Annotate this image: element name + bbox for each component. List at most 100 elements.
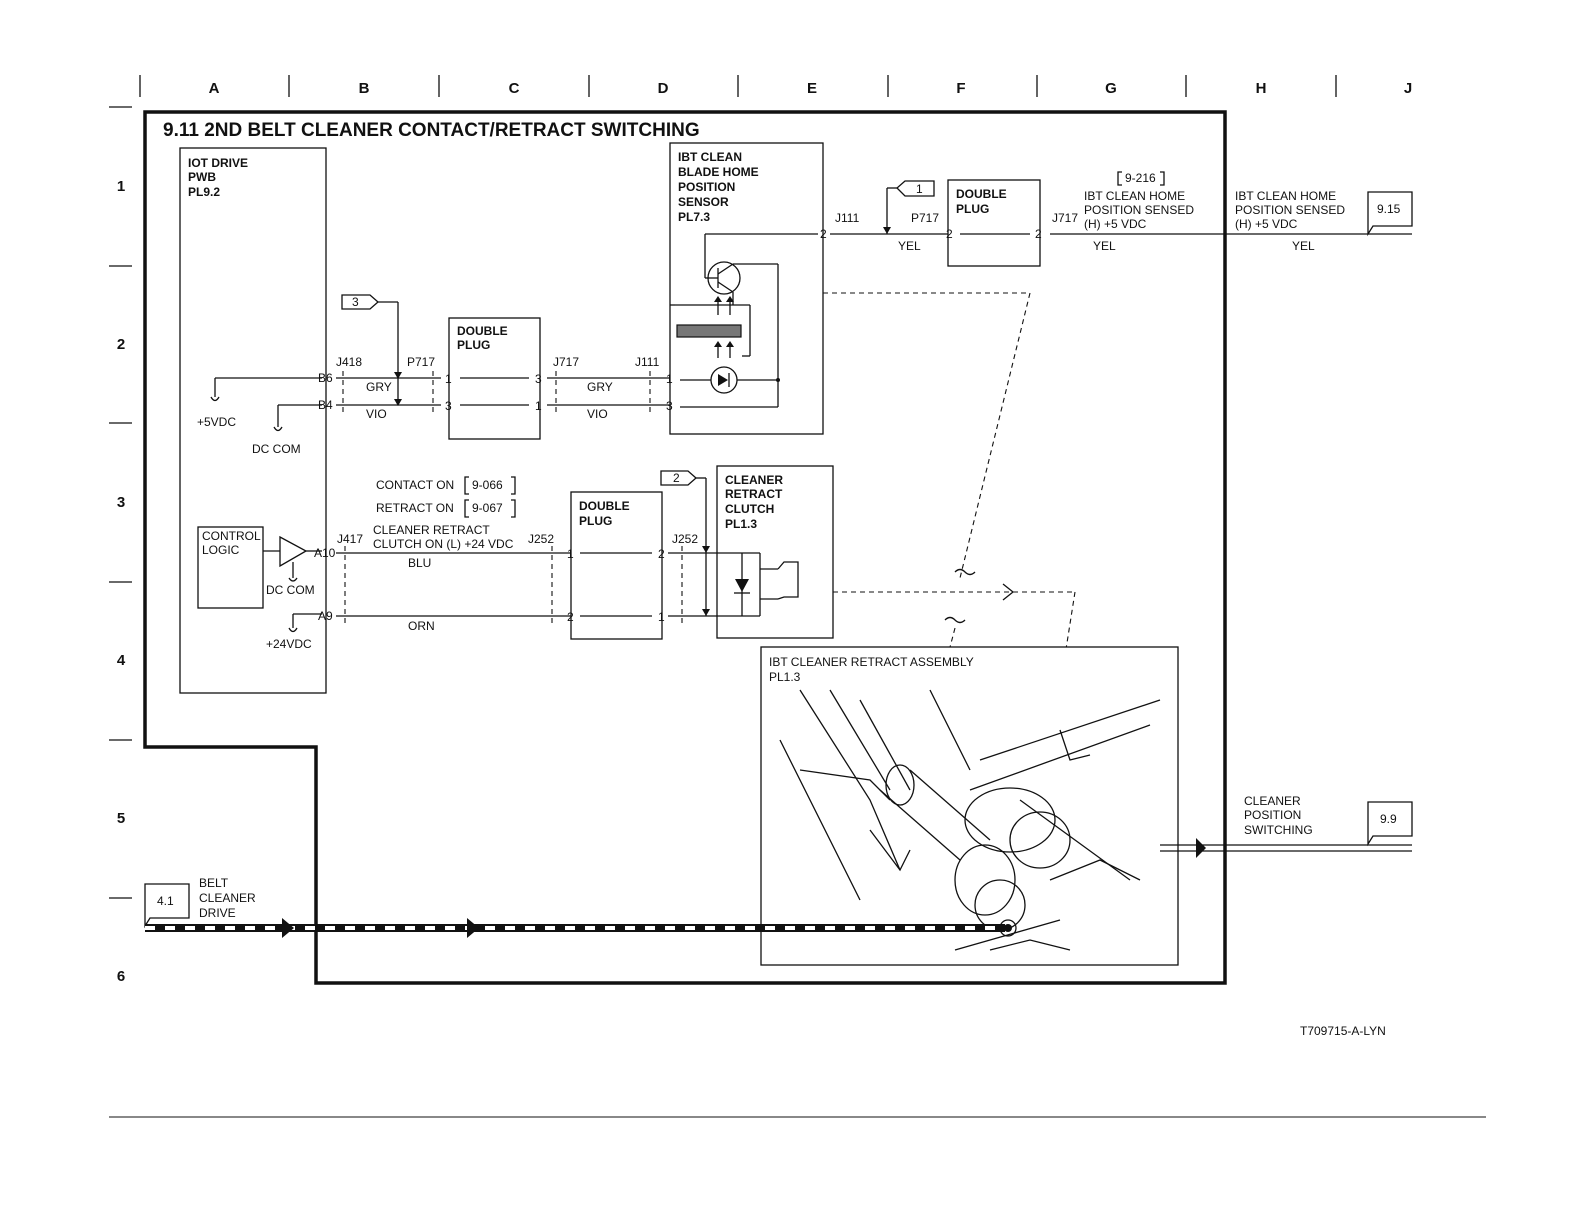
svg-text:J717: J717 [553,355,579,369]
svg-text:YEL: YEL [1292,239,1315,253]
svg-text:POSITION: POSITION [678,180,735,194]
svg-text:CLEANER: CLEANER [725,473,783,487]
svg-text:2: 2 [673,471,680,485]
svg-text:VIO: VIO [587,407,608,421]
belt-cleaner-drive: 4.1 BELT CLEANER DRIVE [144,876,1005,938]
svg-text:DOUBLE: DOUBLE [457,324,508,338]
svg-text:1: 1 [916,182,923,196]
svg-text:1: 1 [567,547,574,561]
column-label: E [807,80,817,97]
diagram-boundary [143,110,1227,985]
svg-text:RETRACT ON: RETRACT ON [376,501,454,515]
cleaner-retract-clutch: CLEANER RETRACT CLUTCH PL1.3 [716,465,834,639]
svg-text:CLEANER: CLEANER [199,891,256,905]
column-label: H [1256,80,1267,97]
svg-text:IBT CLEAN HOME: IBT CLEAN HOME [1084,189,1185,203]
svg-text:DC COM: DC COM [252,442,301,456]
svg-text:DOUBLE: DOUBLE [579,499,630,513]
output-ref-9-9[interactable]: 9.9 [1380,812,1397,826]
svg-text:CONTROL: CONTROL [202,529,261,543]
svg-text:2: 2 [567,610,574,624]
svg-text:J111: J111 [835,211,860,225]
svg-text:DRIVE: DRIVE [199,906,236,920]
ibt-clean-blade-home-sensor: IBT CLEAN BLADE HOME POSITION SENSOR PL7… [666,142,827,435]
svg-text:J418: J418 [336,355,362,369]
svg-text:3: 3 [352,295,359,309]
svg-text:YEL: YEL [898,239,921,253]
row-label: 3 [117,494,125,511]
column-label: J [1404,80,1412,97]
svg-text:(H) +5 VDC: (H) +5 VDC [1084,217,1147,231]
column-header: A B C D E F G H J [139,75,1412,97]
document-id: T709715-A-LYN [1300,1024,1386,1038]
svg-text:CLEANER RETRACT: CLEANER RETRACT [373,523,490,537]
svg-text:SENSOR: SENSOR [678,195,729,209]
svg-text:P717: P717 [911,211,939,225]
svg-text:DC COM: DC COM [266,583,315,597]
svg-text:J111: J111 [635,355,660,369]
svg-text:IOT DRIVE: IOT DRIVE [188,156,248,170]
svg-text:BELT: BELT [199,876,229,890]
svg-text:IBT CLEANER RETRACT ASSEMBLY: IBT CLEANER RETRACT ASSEMBLY [769,655,974,669]
svg-text:3: 3 [535,372,542,386]
svg-text:LOGIC: LOGIC [202,543,240,557]
svg-text:2: 2 [946,227,953,241]
svg-text:A10: A10 [314,546,336,560]
power-feeds: +5VDC DC COM +24VDC [197,377,322,651]
output-ref-9-15[interactable]: 9.15 [1377,202,1401,216]
column-label: F [956,80,965,97]
svg-text:A9: A9 [318,609,333,623]
sensor-wiring: B6 B4 J418 P717 GRY VIO 3 DOUBLE PLUG 1 … [318,294,670,440]
svg-text:1: 1 [658,610,665,624]
clutch-wiring: CONTACT ON 9-066 RETRACT ON 9-067 CLEANE… [314,470,717,640]
svg-text:GRY: GRY [366,380,392,394]
home-sensed-signal: J111 P717 YEL 1 DOUBLE PLUG 2 2 J717 YEL… [830,171,1413,267]
svg-text:SWITCHING: SWITCHING [1244,823,1313,837]
column-label: G [1105,80,1117,97]
svg-text:ORN: ORN [408,619,435,633]
svg-text:POSITION SENSED: POSITION SENSED [1235,203,1345,217]
column-label: A [209,80,220,97]
svg-text:2: 2 [1035,227,1042,241]
svg-text:9-066: 9-066 [472,478,503,492]
svg-text:PL9.2: PL9.2 [188,185,220,199]
cleaner-position-output: CLEANER POSITION SWITCHING 9.9 [1160,794,1413,858]
row-label: 2 [117,336,125,353]
svg-text:PL1.3: PL1.3 [725,517,757,531]
input-ref-4-1[interactable]: 4.1 [157,894,174,908]
row-label: 6 [117,968,125,985]
control-logic: CONTROL LOGIC DC COM [197,526,322,609]
svg-text:J717: J717 [1052,211,1078,225]
svg-text:J252: J252 [528,532,554,546]
svg-text:CLEANER: CLEANER [1244,794,1301,808]
svg-text:+24VDC: +24VDC [266,637,312,651]
svg-text:9-216: 9-216 [1125,171,1156,185]
svg-text:9-067: 9-067 [472,501,503,515]
svg-text:+5VDC: +5VDC [197,415,236,429]
svg-text:B4: B4 [318,398,333,412]
svg-text:1: 1 [666,372,673,386]
svg-text:J252: J252 [672,532,698,546]
svg-text:RETRACT: RETRACT [725,487,783,501]
svg-text:IBT CLEAN HOME: IBT CLEAN HOME [1235,189,1336,203]
svg-text:PLUG: PLUG [457,338,490,352]
page-title: 9.11 2ND BELT CLEANER CONTACT/RETRACT SW… [163,120,700,141]
svg-text:PLUG: PLUG [579,514,612,528]
row-label: 5 [117,810,125,827]
row-header: 1 2 3 4 5 6 [109,106,132,985]
svg-text:3: 3 [445,399,452,413]
svg-text:2: 2 [658,547,665,561]
svg-text:PLUG: PLUG [956,202,989,216]
svg-text:POSITION: POSITION [1244,808,1301,822]
svg-text:PL7.3: PL7.3 [678,210,710,224]
column-label: D [658,80,669,97]
column-label: B [359,80,370,97]
svg-text:PWB: PWB [188,170,216,184]
svg-text:P717: P717 [407,355,435,369]
svg-text:PL1.3: PL1.3 [769,670,801,684]
svg-text:B6: B6 [318,371,333,385]
svg-text:VIO: VIO [366,407,387,421]
column-label: C [509,80,520,97]
svg-text:1: 1 [445,372,452,386]
